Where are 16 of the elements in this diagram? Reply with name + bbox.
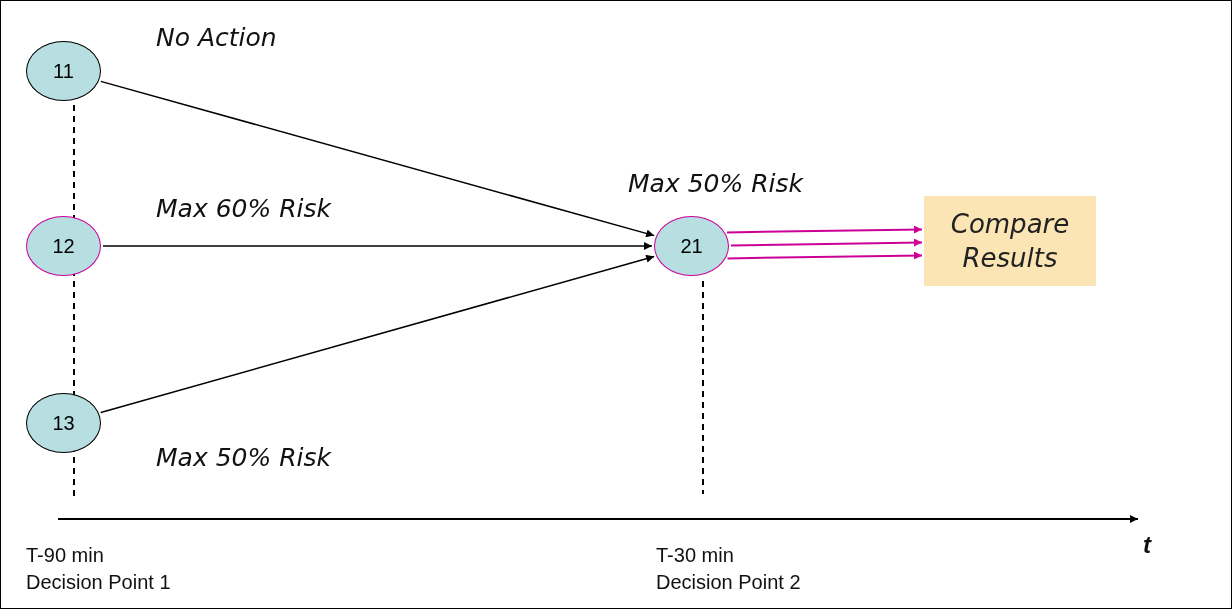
time-label: T-30 min	[656, 544, 734, 567]
arrow	[730, 238, 923, 247]
ellipse-node: 21	[654, 216, 729, 276]
ellipse-node: 11	[26, 41, 101, 101]
arrow	[102, 242, 653, 250]
arrow	[100, 80, 655, 238]
time-label: Decision Point 1	[26, 571, 171, 594]
time-label: Decision Point 2	[656, 571, 801, 594]
ellipse-node: 12	[26, 216, 101, 276]
note-box: Compare Results	[924, 196, 1096, 286]
arrow	[100, 254, 655, 414]
arrow	[726, 225, 923, 234]
time-label: T-90 min	[26, 544, 104, 567]
arrow	[726, 251, 923, 260]
axis-label: t	[1143, 531, 1151, 559]
ellipse-node: 13	[26, 393, 101, 453]
